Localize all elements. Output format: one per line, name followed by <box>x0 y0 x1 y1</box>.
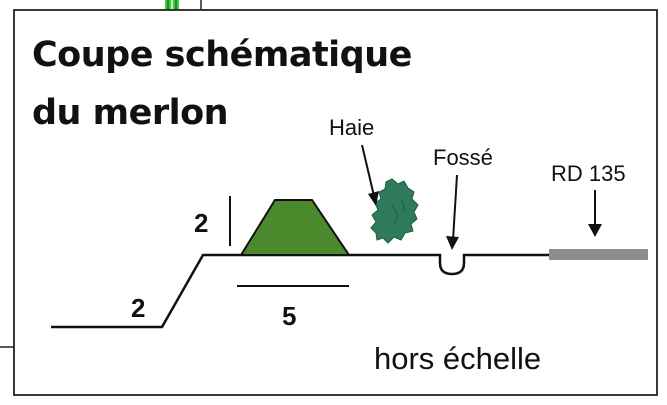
haie-label: Haie <box>329 115 375 140</box>
top-decoration <box>165 0 202 10</box>
road-label: RD 135 <box>551 161 626 186</box>
merlon-base-value: 5 <box>282 301 297 331</box>
ground-profile <box>51 253 437 329</box>
hedge-shape <box>370 178 419 244</box>
road-shape <box>549 249 648 260</box>
merlon-height-value: 2 <box>194 208 209 238</box>
ditch-shape <box>437 253 549 276</box>
title-line-1: Coupe schématique <box>32 35 412 75</box>
diagram-title: Coupe schématique du merlon <box>32 26 412 142</box>
fosse-arrow <box>446 174 459 250</box>
haie-arrow <box>361 144 379 206</box>
merlon-shape <box>239 199 351 256</box>
diagram-frame <box>13 9 658 396</box>
fosse-label: Fossé <box>433 145 493 170</box>
title-line-2: du merlon <box>32 93 229 133</box>
road-arrow <box>588 190 602 237</box>
slope-height-value: 2 <box>131 293 146 323</box>
scale-note: hors échelle <box>374 341 542 376</box>
